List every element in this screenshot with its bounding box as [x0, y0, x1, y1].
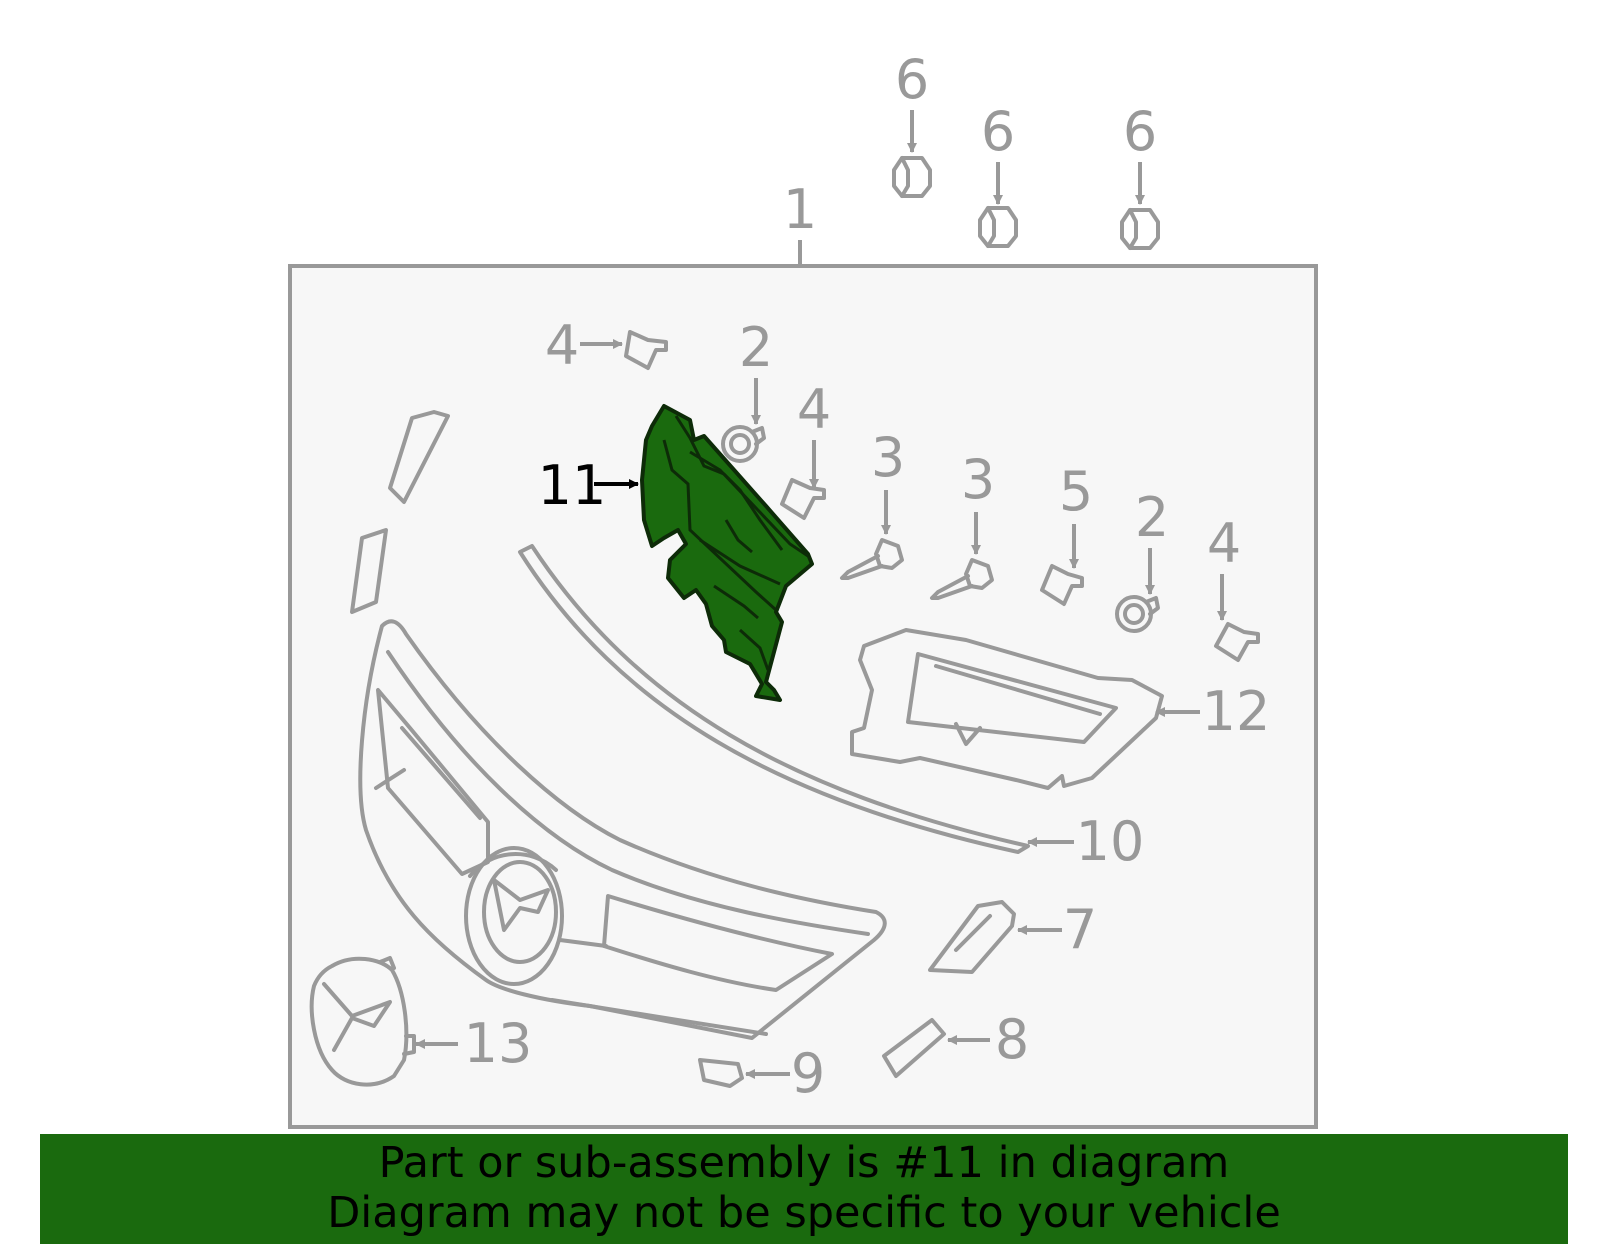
part-8-strip — [882, 1018, 990, 1078]
part-6-nut-c — [1120, 162, 1160, 250]
part-3-screw-a — [840, 490, 904, 580]
part-3-screw-b — [930, 512, 994, 600]
main-grille — [358, 619, 887, 1040]
part-6-nut-b — [978, 162, 1018, 248]
part-2-grommet-b — [1115, 548, 1160, 633]
left-upper-trim — [388, 410, 450, 504]
part-7-trim — [928, 900, 1062, 974]
callout-5: 5 — [1059, 460, 1093, 523]
part-4-clip-c — [1214, 574, 1260, 662]
part-9-clip — [698, 1058, 790, 1088]
part-6-nut-a — [892, 110, 932, 198]
callout-9: 9 — [791, 1042, 825, 1105]
part-4-clip-a — [580, 330, 668, 370]
part-5-clip — [1040, 524, 1084, 606]
part-11-highlighted — [594, 404, 814, 702]
callout-12: 12 — [1202, 680, 1271, 743]
callout-6-a: 6 — [895, 48, 929, 111]
banner-line-2: Diagram may not be specific to your vehi… — [327, 1188, 1281, 1238]
callout-3-a: 3 — [871, 426, 905, 489]
callout-6-c: 6 — [1123, 100, 1157, 163]
callout-4-c: 4 — [1207, 512, 1241, 575]
callout-10: 10 — [1076, 810, 1145, 873]
callout-6-b: 6 — [981, 100, 1015, 163]
callout-3-b: 3 — [961, 448, 995, 511]
callout-2-b: 2 — [1135, 486, 1169, 549]
info-banner: Part or sub-assembly is #11 in diagram D… — [40, 1134, 1568, 1244]
callout-4-b: 4 — [797, 378, 831, 441]
callout-2-a: 2 — [739, 316, 773, 379]
banner-line-1: Part or sub-assembly is #11 in diagram — [378, 1138, 1230, 1188]
part-13-emblem — [309, 956, 458, 1087]
left-lower-trim — [350, 528, 388, 614]
part-12-bracket — [850, 628, 1200, 790]
callout-4-a: 4 — [545, 314, 579, 377]
callout-11: 11 — [538, 454, 607, 517]
callout-7: 7 — [1063, 898, 1097, 961]
callout-1: 1 — [783, 178, 817, 241]
assembly-frame — [288, 264, 1318, 1129]
callout-8: 8 — [995, 1008, 1029, 1071]
part-2-grommet-a — [721, 378, 766, 463]
callout-13: 13 — [464, 1012, 533, 1075]
part-10-molding — [518, 544, 1074, 854]
part-4-clip-b — [780, 440, 826, 520]
